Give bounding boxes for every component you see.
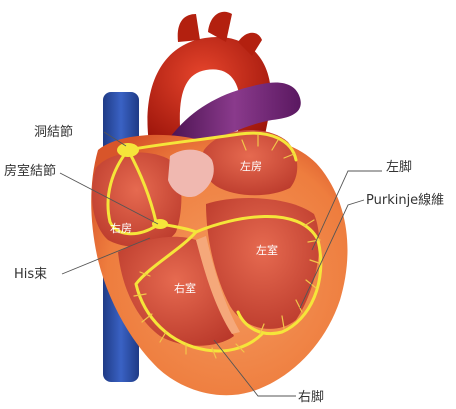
label-his-bundle: His束 (14, 267, 47, 282)
label-right-ventricle: 右室 (174, 281, 196, 295)
label-av-node: 房室結節 (4, 163, 56, 179)
label-sa-node: 洞結節 (34, 125, 73, 140)
label-left-atrium: 左房 (240, 160, 262, 173)
label-right-bundle-branch: 右脚 (298, 389, 324, 405)
label-purkinje-fibers: Purkinje線維 (366, 192, 444, 208)
label-left-bundle-branch: 左脚 (386, 159, 412, 175)
label-left-ventricle: 左室 (256, 243, 278, 257)
label-right-atrium: 右房 (110, 221, 132, 235)
